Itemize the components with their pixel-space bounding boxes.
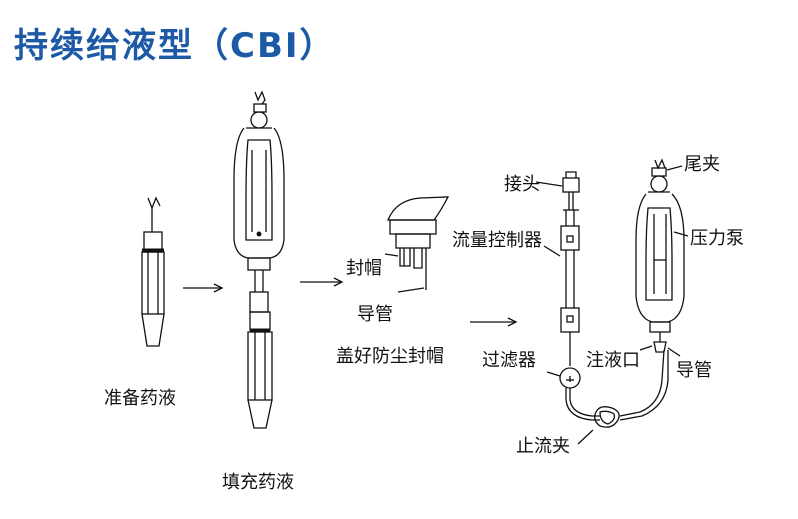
- dust-cap: [384, 196, 450, 293]
- cover-cap-label: 盖好防尘封帽: [336, 346, 444, 367]
- tubing: [565, 349, 669, 421]
- prepare-label: 准备药液: [104, 388, 176, 409]
- syringe-fill: [247, 311, 273, 429]
- pressure-pump-label: 压力泵: [690, 228, 744, 249]
- fill-label: 填充药液: [222, 472, 294, 493]
- pump-fill: [233, 90, 285, 313]
- guide-tube-label-2: 导管: [676, 360, 712, 381]
- pressure-pump-part: [635, 158, 689, 357]
- guide-tube-label-1: 导管: [357, 304, 393, 325]
- connector-label: 接头: [504, 174, 540, 195]
- filter-part: [546, 332, 581, 389]
- syringe-prepare: [141, 196, 165, 347]
- arrow-2: [300, 277, 344, 287]
- flow-controller-part: [543, 209, 580, 333]
- tail-clamp-label: 尾夹: [684, 154, 720, 175]
- stop-clamp-part: [577, 406, 620, 445]
- stop-clamp-label: 止流夹: [516, 436, 570, 457]
- connector-part: [535, 171, 580, 210]
- arrow-3: [470, 317, 518, 327]
- seal-cap-label: 封帽: [346, 258, 382, 279]
- flow-controller-label: 流量控制器: [452, 230, 542, 251]
- arrow-1: [183, 283, 224, 293]
- injection-port-label: 注液口: [586, 350, 640, 371]
- filter-label: 过滤器: [482, 350, 536, 371]
- page-title: 持续给液型（CBI）: [14, 26, 336, 66]
